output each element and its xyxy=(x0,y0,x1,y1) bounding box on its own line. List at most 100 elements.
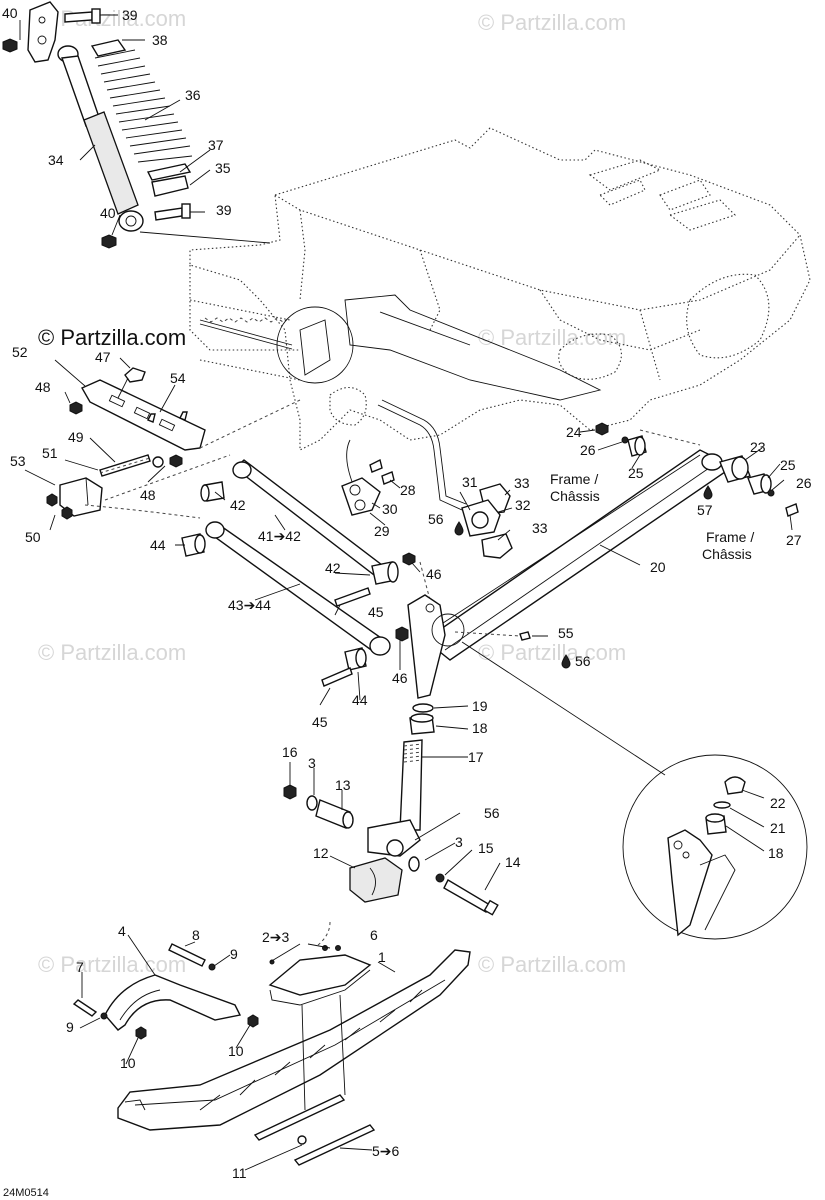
callout-18-detail: 18 xyxy=(768,845,784,861)
callout-39-top: 39 xyxy=(122,7,138,23)
callout-14: 14 xyxy=(505,854,521,870)
runner-5-right xyxy=(293,1124,376,1166)
callout-43: 43➔44 xyxy=(228,597,271,613)
callout-42-lower: 42 xyxy=(325,560,341,576)
trailing-arm-assembly xyxy=(407,422,799,776)
callout-10-right: 10 xyxy=(228,1043,244,1059)
callout-2-3: 2➔3 xyxy=(262,929,290,945)
bolt-39-top xyxy=(64,11,93,23)
screw-11 xyxy=(297,1135,307,1145)
nut-16 xyxy=(283,784,297,800)
screw-28a xyxy=(369,458,383,473)
callout-54: 54 xyxy=(170,370,186,386)
ski-saddle-2 xyxy=(268,954,372,996)
tie-rod-31 xyxy=(377,404,463,511)
callout-31: 31 xyxy=(462,474,478,490)
callout-18: 18 xyxy=(472,720,488,736)
shock-absorber-assembly xyxy=(2,1,271,249)
callout-3-right: 3 xyxy=(455,834,463,850)
nut-40-top xyxy=(2,38,18,53)
nut-10-left xyxy=(135,1026,147,1040)
callout-49: 49 xyxy=(68,429,84,445)
washer-9-upper xyxy=(208,963,216,971)
spring-stopper-37 xyxy=(146,163,192,181)
callout-50: 50 xyxy=(25,529,41,545)
watermark-2: © Partzilla.com xyxy=(478,10,626,35)
rubber-stopper-12 xyxy=(349,857,403,903)
ski-1 xyxy=(117,949,471,1131)
callout-4: 4 xyxy=(118,923,126,939)
bolt-39-bottom xyxy=(154,207,183,221)
nut-40-bottom xyxy=(101,234,117,249)
coil-spring xyxy=(94,49,193,163)
frame-label-left-1: Frame / xyxy=(550,471,598,487)
callout-37: 37 xyxy=(208,137,224,153)
bolt-27 xyxy=(785,503,799,517)
upper-bracket-assembly xyxy=(46,367,301,520)
bolt-14 xyxy=(443,879,491,913)
ski-handle-4 xyxy=(104,974,242,1031)
grease-56 xyxy=(454,521,464,536)
spring-collar-38 xyxy=(90,39,127,57)
callout-57: 57 xyxy=(697,502,713,518)
bolt-47 xyxy=(124,367,146,383)
grease-fitting-55 xyxy=(519,631,531,641)
callout-24: 24 xyxy=(566,424,582,440)
screw-54a xyxy=(147,413,156,423)
watermark-5: © Partzilla.com xyxy=(478,640,626,665)
callout-56-right: 56 xyxy=(575,653,591,669)
callout-51: 51 xyxy=(42,445,58,461)
chassis-frame xyxy=(189,127,811,451)
block-33-lower xyxy=(481,533,513,559)
callout-35: 35 xyxy=(215,160,231,176)
callout-48-upper: 48 xyxy=(35,379,51,395)
callout-32: 32 xyxy=(515,497,531,513)
callout-6: 6 xyxy=(370,927,378,943)
leader-lines xyxy=(19,14,793,1171)
bolt-8 xyxy=(168,943,206,967)
spring-seat-35 xyxy=(151,175,189,197)
callout-46-upper: 46 xyxy=(426,566,442,582)
runner-5-left xyxy=(253,1094,346,1141)
callout-44-lower: 44 xyxy=(352,692,368,708)
callout-26-right: 26 xyxy=(796,475,812,491)
nut-24 xyxy=(595,422,609,436)
callout-15: 15 xyxy=(478,840,494,856)
callout-42-upper: 42 xyxy=(230,497,246,513)
callout-11: 11 xyxy=(232,1165,247,1181)
detail-circle xyxy=(622,754,808,940)
callout-7: 7 xyxy=(76,959,84,975)
callout-1: 1 xyxy=(378,949,386,965)
callout-52: 52 xyxy=(12,344,28,360)
callout-10-left: 10 xyxy=(120,1055,136,1071)
nut-10-right xyxy=(247,1014,259,1028)
nut-48-lower xyxy=(169,454,183,468)
callout-40-bottom: 40 xyxy=(100,205,116,221)
nut-50a xyxy=(46,493,58,507)
ring-19 xyxy=(412,703,434,713)
callout-33-upper: 33 xyxy=(514,475,530,491)
watermark-4: © Partzilla.com xyxy=(38,640,186,665)
callout-48-lower: 48 xyxy=(140,487,156,503)
callout-53: 53 xyxy=(10,453,26,469)
callout-36: 36 xyxy=(185,87,201,103)
callout-56-left: 56 xyxy=(428,511,444,527)
grease-56-right xyxy=(561,654,571,669)
callout-3-left: 3 xyxy=(308,755,316,771)
watermark-3: © Partzilla.com xyxy=(478,325,626,350)
callout-9-upper: 9 xyxy=(230,946,238,962)
callout-55: 55 xyxy=(558,625,574,641)
bracket-30 xyxy=(341,477,381,516)
callout-9-lower: 9 xyxy=(66,1019,74,1035)
callout-44-upper: 44 xyxy=(150,537,166,553)
watermarks: © Partzilla.com © Partzilla.com © Partzi… xyxy=(38,6,626,977)
bolt-7 xyxy=(72,999,98,1017)
nut-46-lower xyxy=(395,626,409,642)
steering-link-assembly xyxy=(341,399,513,559)
grease-57 xyxy=(703,485,713,500)
callout-25-right: 25 xyxy=(780,457,796,473)
callout-22: 22 xyxy=(770,795,786,811)
callout-23: 23 xyxy=(750,439,766,455)
callout-34: 34 xyxy=(48,152,64,168)
